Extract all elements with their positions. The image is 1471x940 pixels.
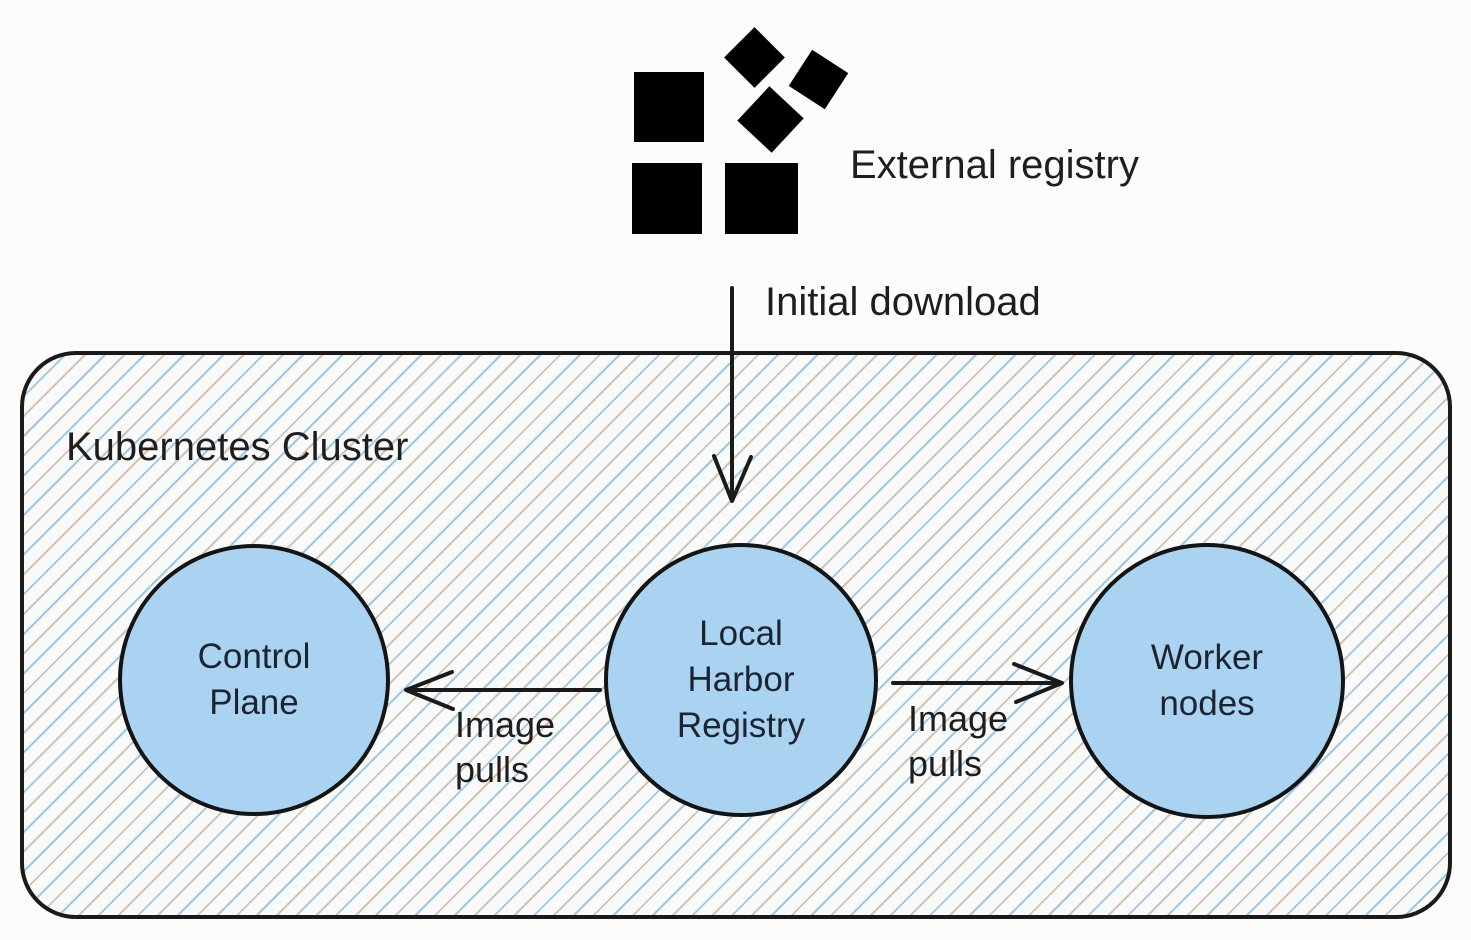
control-plane-node: Control Plane xyxy=(118,544,390,816)
local-harbor-registry-node: Local Harbor Registry xyxy=(604,543,878,817)
local-harbor-registry-label: Local Harbor Registry xyxy=(676,614,806,745)
initial-download-label: Initial download xyxy=(765,280,1041,324)
registry-icon-tilted-square-2 xyxy=(788,49,849,110)
kubernetes-cluster-label: Kubernetes Cluster xyxy=(66,425,409,469)
worker-nodes-label: Worker nodes xyxy=(1150,638,1264,723)
external-registry-label: External registry xyxy=(850,143,1139,187)
worker-nodes-node: Worker nodes xyxy=(1069,543,1345,819)
registry-icon-square-2 xyxy=(632,163,702,234)
registry-icon-tilted-square-3 xyxy=(737,86,804,153)
registry-icon-square-1 xyxy=(634,72,704,142)
registry-icon-tilted-square-1 xyxy=(724,27,785,88)
control-plane-label: Control Plane xyxy=(197,637,311,722)
image-pulls-right-label: Image pulls xyxy=(908,698,1009,784)
image-pulls-left-label: Image pulls xyxy=(455,704,556,790)
registry-icon-square-3 xyxy=(725,163,798,234)
